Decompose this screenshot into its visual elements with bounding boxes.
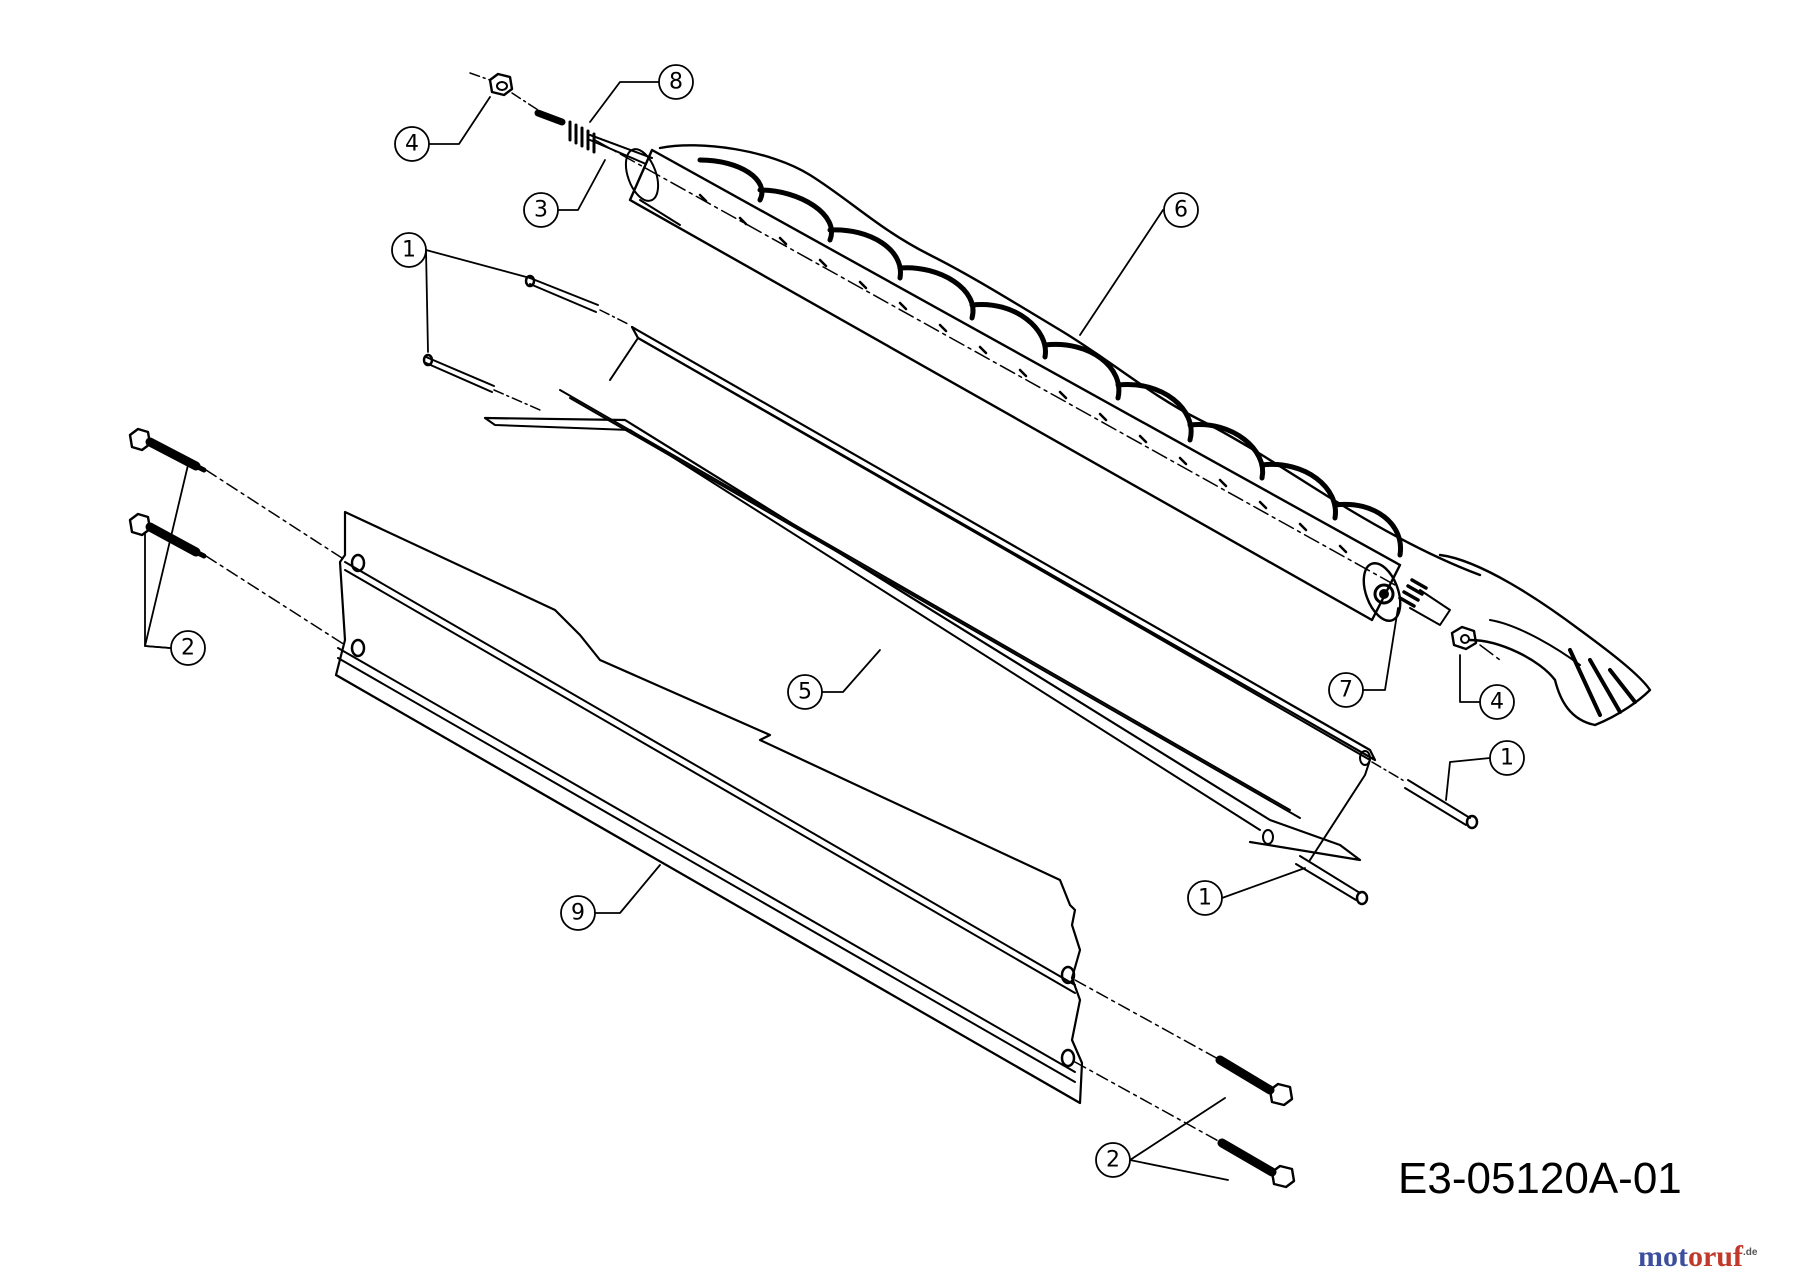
hex-nut-right — [1450, 625, 1478, 651]
callout-label-8: 8 — [669, 70, 683, 95]
spring-bushing — [1398, 578, 1451, 626]
drawing-code: E3-05120A-01 — [1398, 1154, 1682, 1203]
callout-label-5: 5 — [798, 680, 812, 705]
back-plate — [334, 510, 1084, 1105]
shaft-left-end — [469, 72, 653, 165]
cover-plate — [483, 325, 1377, 862]
callout-label-3: 3 — [534, 198, 548, 223]
site-watermark: motoruf.de — [1638, 1240, 1757, 1274]
callout-label-1-right-lower: 1 — [1198, 886, 1212, 911]
callout-label-6: 6 — [1174, 198, 1188, 223]
watermark-part2: oruf — [1687, 1240, 1743, 1273]
center-lines — [594, 139, 1501, 661]
bolts — [128, 427, 1296, 1189]
callout-label-4-right: 4 — [1490, 690, 1504, 715]
watermark-suffix: .de — [1742, 1247, 1758, 1258]
callout-label-2-right: 2 — [1106, 1148, 1120, 1173]
pin-rods — [422, 274, 1479, 906]
callout-label-4-top: 4 — [405, 132, 419, 157]
callout-circles — [170, 64, 1525, 1178]
callout-label-9: 9 — [571, 901, 585, 926]
callout-label-1-right-upper: 1 — [1500, 746, 1514, 771]
callout-label-2-left: 2 — [181, 636, 195, 661]
watermark-part1: mot — [1638, 1240, 1688, 1273]
callout-label-1-left: 1 — [402, 238, 416, 263]
callout-labels: 8 4 3 6 1 2 5 7 4 1 1 9 2 — [181, 70, 1514, 1173]
leader-lines — [144, 81, 1491, 1181]
auger-assembly — [624, 144, 1652, 727]
callout-label-7: 7 — [1339, 678, 1353, 703]
